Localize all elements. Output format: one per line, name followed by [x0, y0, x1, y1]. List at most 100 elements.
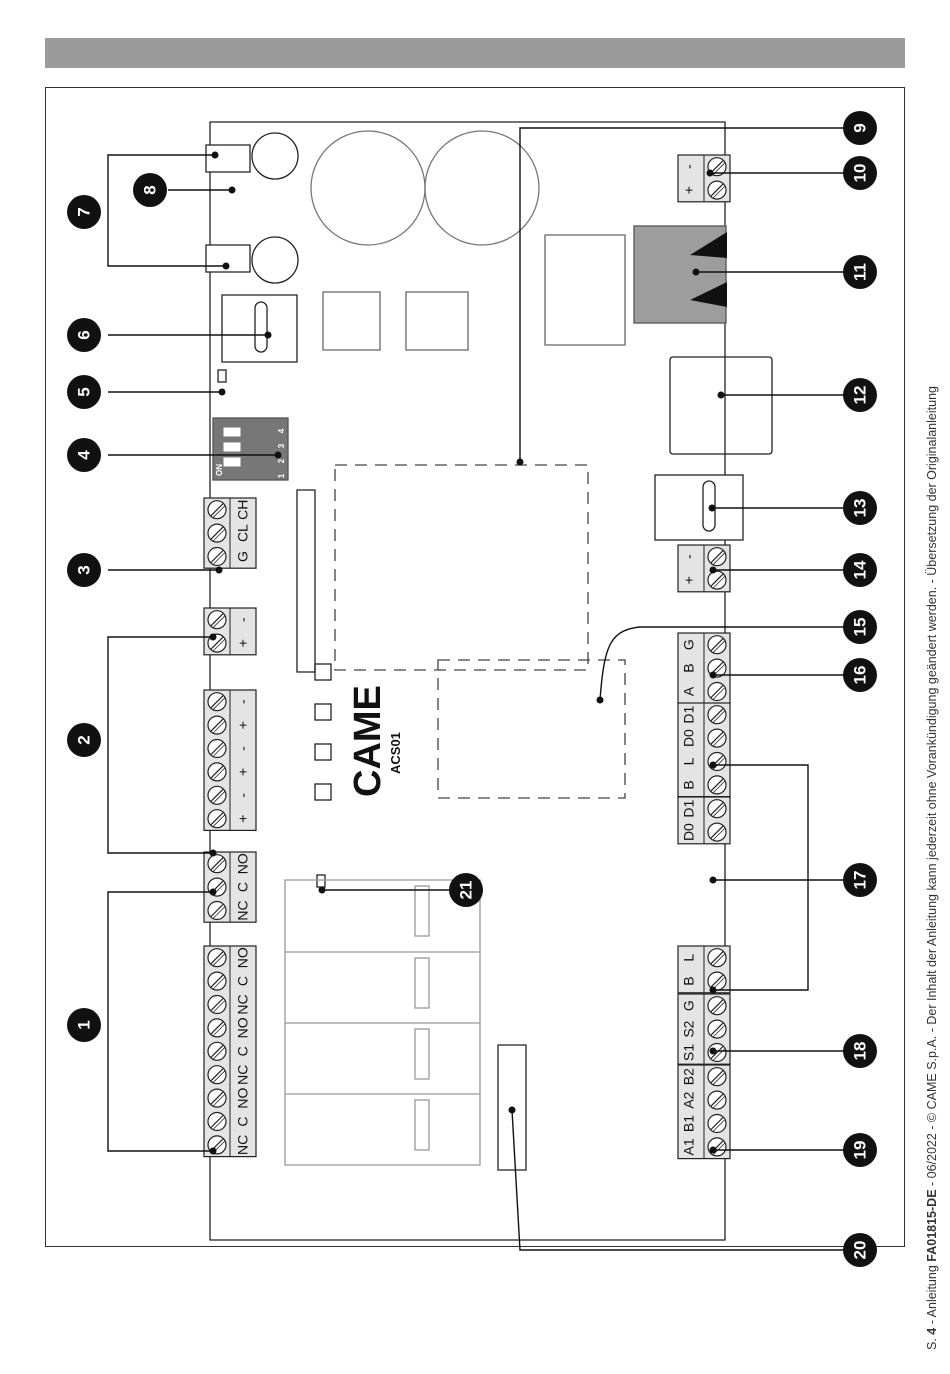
terminal-screw: [707, 180, 727, 200]
terminal-label: NC: [235, 994, 251, 1014]
module-15: [437, 659, 626, 799]
terminal-label: D0: [681, 729, 697, 747]
terminal-screw: [707, 635, 727, 655]
dip-number: 1: [277, 473, 286, 478]
terminal-label: C: [235, 976, 251, 986]
terminal-label: L: [681, 954, 697, 962]
terminal-label: +: [681, 186, 697, 194]
expansion-slot: [296, 489, 316, 673]
buzzer-bottom: [251, 236, 299, 284]
fuse: [497, 1044, 527, 1171]
terminal-label: -: [235, 793, 251, 798]
terminal-screw: [207, 715, 227, 735]
svg-text:16: 16: [850, 666, 869, 685]
terminal-label: D1: [681, 800, 697, 818]
svg-text:10: 10: [850, 164, 869, 183]
terminal-label: C: [235, 1046, 251, 1056]
callout-17: 17: [843, 863, 877, 897]
terminal-label: B1: [681, 1115, 697, 1132]
relays: [284, 879, 481, 1166]
capacitor-1: [310, 130, 426, 246]
leader-dots: [209, 151, 725, 1155]
callout-8: 8: [133, 173, 167, 207]
terminal-screw: [207, 610, 227, 630]
buzzer-top: [251, 132, 299, 180]
terminal-screw: [207, 1088, 227, 1108]
terminal-label: +: [235, 639, 251, 647]
svg-text:5: 5: [74, 387, 93, 396]
dip-on-label: ON: [215, 464, 224, 476]
svg-text:8: 8: [140, 185, 159, 194]
terminal-screw: [207, 692, 227, 712]
terminal-screw: [207, 762, 227, 782]
svg-text:19: 19: [850, 1141, 869, 1160]
led-3: [314, 743, 332, 761]
module-12: [669, 356, 773, 455]
svg-text:1: 1: [74, 1020, 93, 1029]
battery-holder: [205, 144, 251, 273]
terminal-label: A: [681, 686, 697, 696]
svg-text:18: 18: [850, 1042, 869, 1061]
terminal-l-b: LB: [677, 945, 731, 994]
terminal-label: A2: [681, 1091, 697, 1108]
led-4: [314, 783, 332, 801]
terminal-screw: [707, 799, 727, 819]
diagram-frame: [45, 87, 905, 1247]
terminal-screw: [707, 1019, 727, 1039]
terminal-screw: [207, 738, 227, 759]
rj45-port: [633, 225, 727, 324]
terminal-label: S1: [681, 1044, 697, 1061]
callout-6: 6: [67, 318, 101, 352]
terminal-label: C: [235, 882, 251, 892]
callout-20: 20: [843, 1233, 877, 1267]
leader-dot: [596, 696, 604, 704]
leader-dot: [209, 633, 217, 641]
callout-2: 2: [67, 723, 101, 757]
svg-text:15: 15: [850, 618, 869, 637]
terminal-label: G: [681, 1000, 697, 1011]
terminal-screw: [207, 994, 227, 1015]
terminal-label: D0: [681, 823, 697, 841]
terminal-label: NC: [235, 1065, 251, 1085]
leader-dot: [228, 186, 236, 194]
callout-18: 18: [843, 1034, 877, 1068]
svg-text:20: 20: [850, 1241, 869, 1260]
svg-text:14: 14: [850, 560, 869, 579]
terminal-label: G: [235, 551, 251, 562]
relay-slot-4: [414, 1099, 430, 1151]
terminal-screw: [207, 1041, 227, 1061]
leader-dot: [709, 876, 717, 884]
terminal-screw: [707, 948, 727, 968]
leader-dot: [709, 986, 717, 994]
terminal-label: +: [681, 576, 697, 584]
came-logo: CAME: [347, 685, 389, 797]
capacitor-2: [424, 130, 540, 246]
terminal-label: CL: [235, 524, 251, 542]
callout-7: 7: [67, 195, 101, 229]
callout-19: 19: [843, 1133, 877, 1167]
svg-text:2: 2: [74, 735, 93, 744]
header-bar: [45, 38, 905, 68]
svg-text:3: 3: [74, 565, 93, 574]
svg-text:4: 4: [74, 450, 93, 460]
terminal-label: B2: [681, 1068, 697, 1085]
terminal-screw: [207, 971, 227, 991]
terminal-label: -: [235, 746, 251, 751]
terminal-label: G: [681, 639, 697, 650]
terminal-label: -: [235, 617, 251, 622]
terminal-mid-right: -+: [677, 544, 731, 593]
terminal-screw: [707, 1137, 727, 1157]
svg-text:11: 11: [850, 263, 869, 281]
terminal-label: B: [681, 976, 697, 985]
leader-dot: [222, 262, 230, 270]
terminal-label: C: [235, 1116, 251, 1126]
leader-dot: [274, 451, 282, 459]
callout-4: 4: [67, 438, 101, 472]
callout-21: 21: [449, 873, 483, 907]
terminal-screw: [207, 1111, 227, 1132]
terminal-screw: [207, 785, 227, 805]
